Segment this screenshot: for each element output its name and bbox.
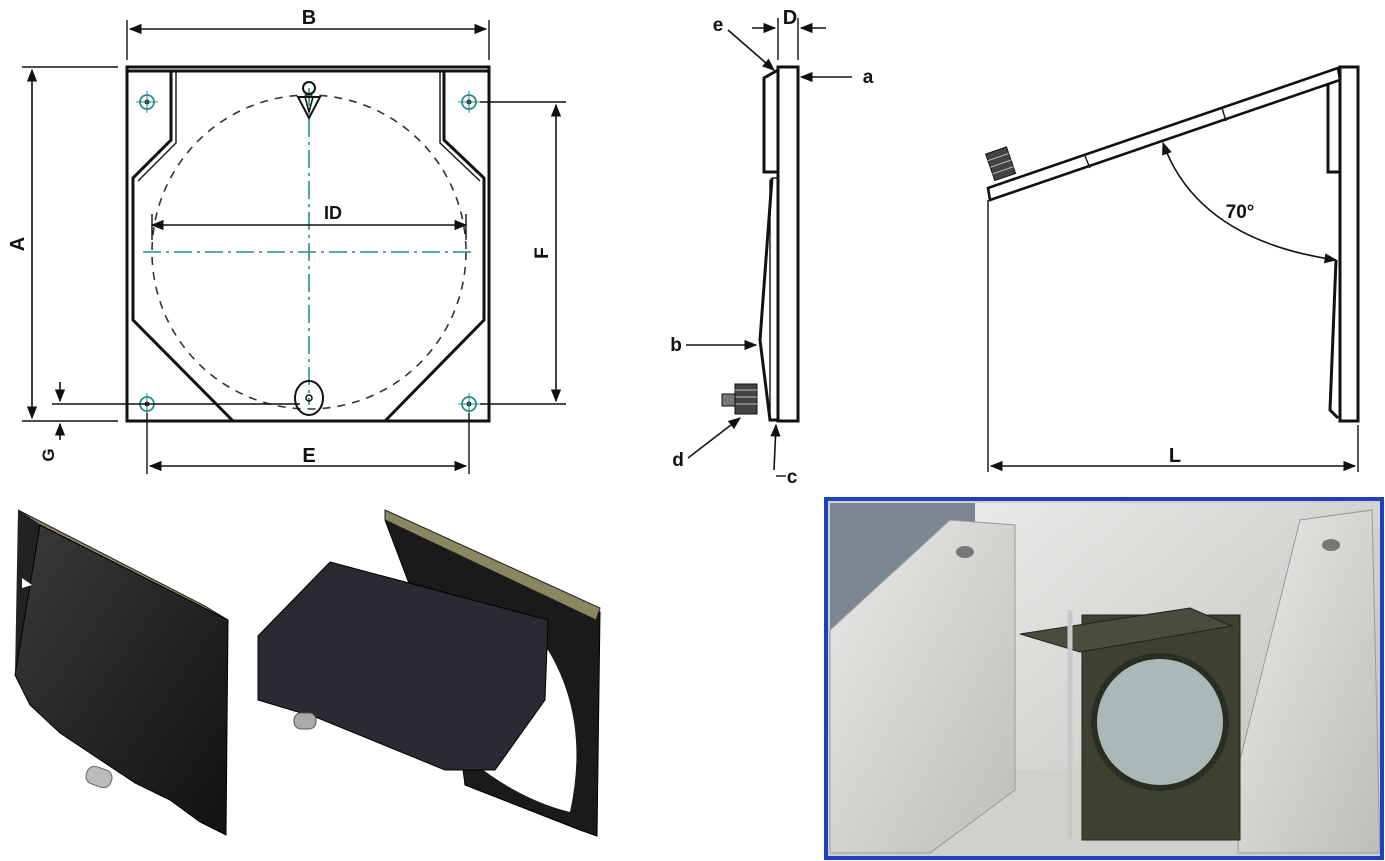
label-angle: 70° (1226, 202, 1255, 223)
open-knob-icon (985, 146, 1017, 182)
photo-border (824, 497, 1384, 860)
photo-wall-left (829, 519, 1016, 854)
label-a: A (7, 237, 29, 251)
flap-outline-left (131, 71, 235, 423)
flap-outline-right (383, 71, 486, 423)
frame-outline (125, 65, 491, 423)
open-frame (1338, 65, 1360, 423)
label-l: L (1169, 445, 1181, 467)
installation-photo (824, 497, 1384, 860)
label-e: E (302, 445, 315, 467)
open-flap (986, 66, 1342, 202)
label-e-small: d (672, 450, 684, 471)
photo-gate-opening (1091, 653, 1229, 791)
label-id: ID (324, 203, 342, 223)
render-open-knob-icon (293, 712, 317, 730)
label-d-small: e (713, 15, 724, 36)
bolt-hole-icon (136, 91, 158, 113)
render-knob-icon (85, 765, 113, 789)
label-d: D (783, 7, 797, 29)
hinge-icon (296, 81, 322, 121)
label-a-small: a (863, 67, 874, 88)
front-view: B A ID F E G (7, 7, 566, 474)
label-c-small: c (787, 467, 798, 488)
photo-flap (1019, 607, 1234, 653)
bolt-hole-icon (458, 91, 480, 113)
render-open-gate (257, 509, 601, 837)
side-view: D e a b c d (670, 7, 874, 488)
bolt-hole-icon (458, 393, 480, 415)
label-g: G (39, 448, 58, 461)
side-frame (776, 65, 800, 423)
render-closed-gate (14, 509, 229, 836)
label-b: B (302, 7, 316, 29)
knob-icon (294, 380, 324, 416)
angle-arc (1162, 141, 1338, 264)
open-view: 70° L (985, 65, 1360, 472)
side-knob-icon (721, 383, 758, 415)
label-b-small: b (670, 335, 682, 356)
label-f: F (532, 247, 553, 259)
